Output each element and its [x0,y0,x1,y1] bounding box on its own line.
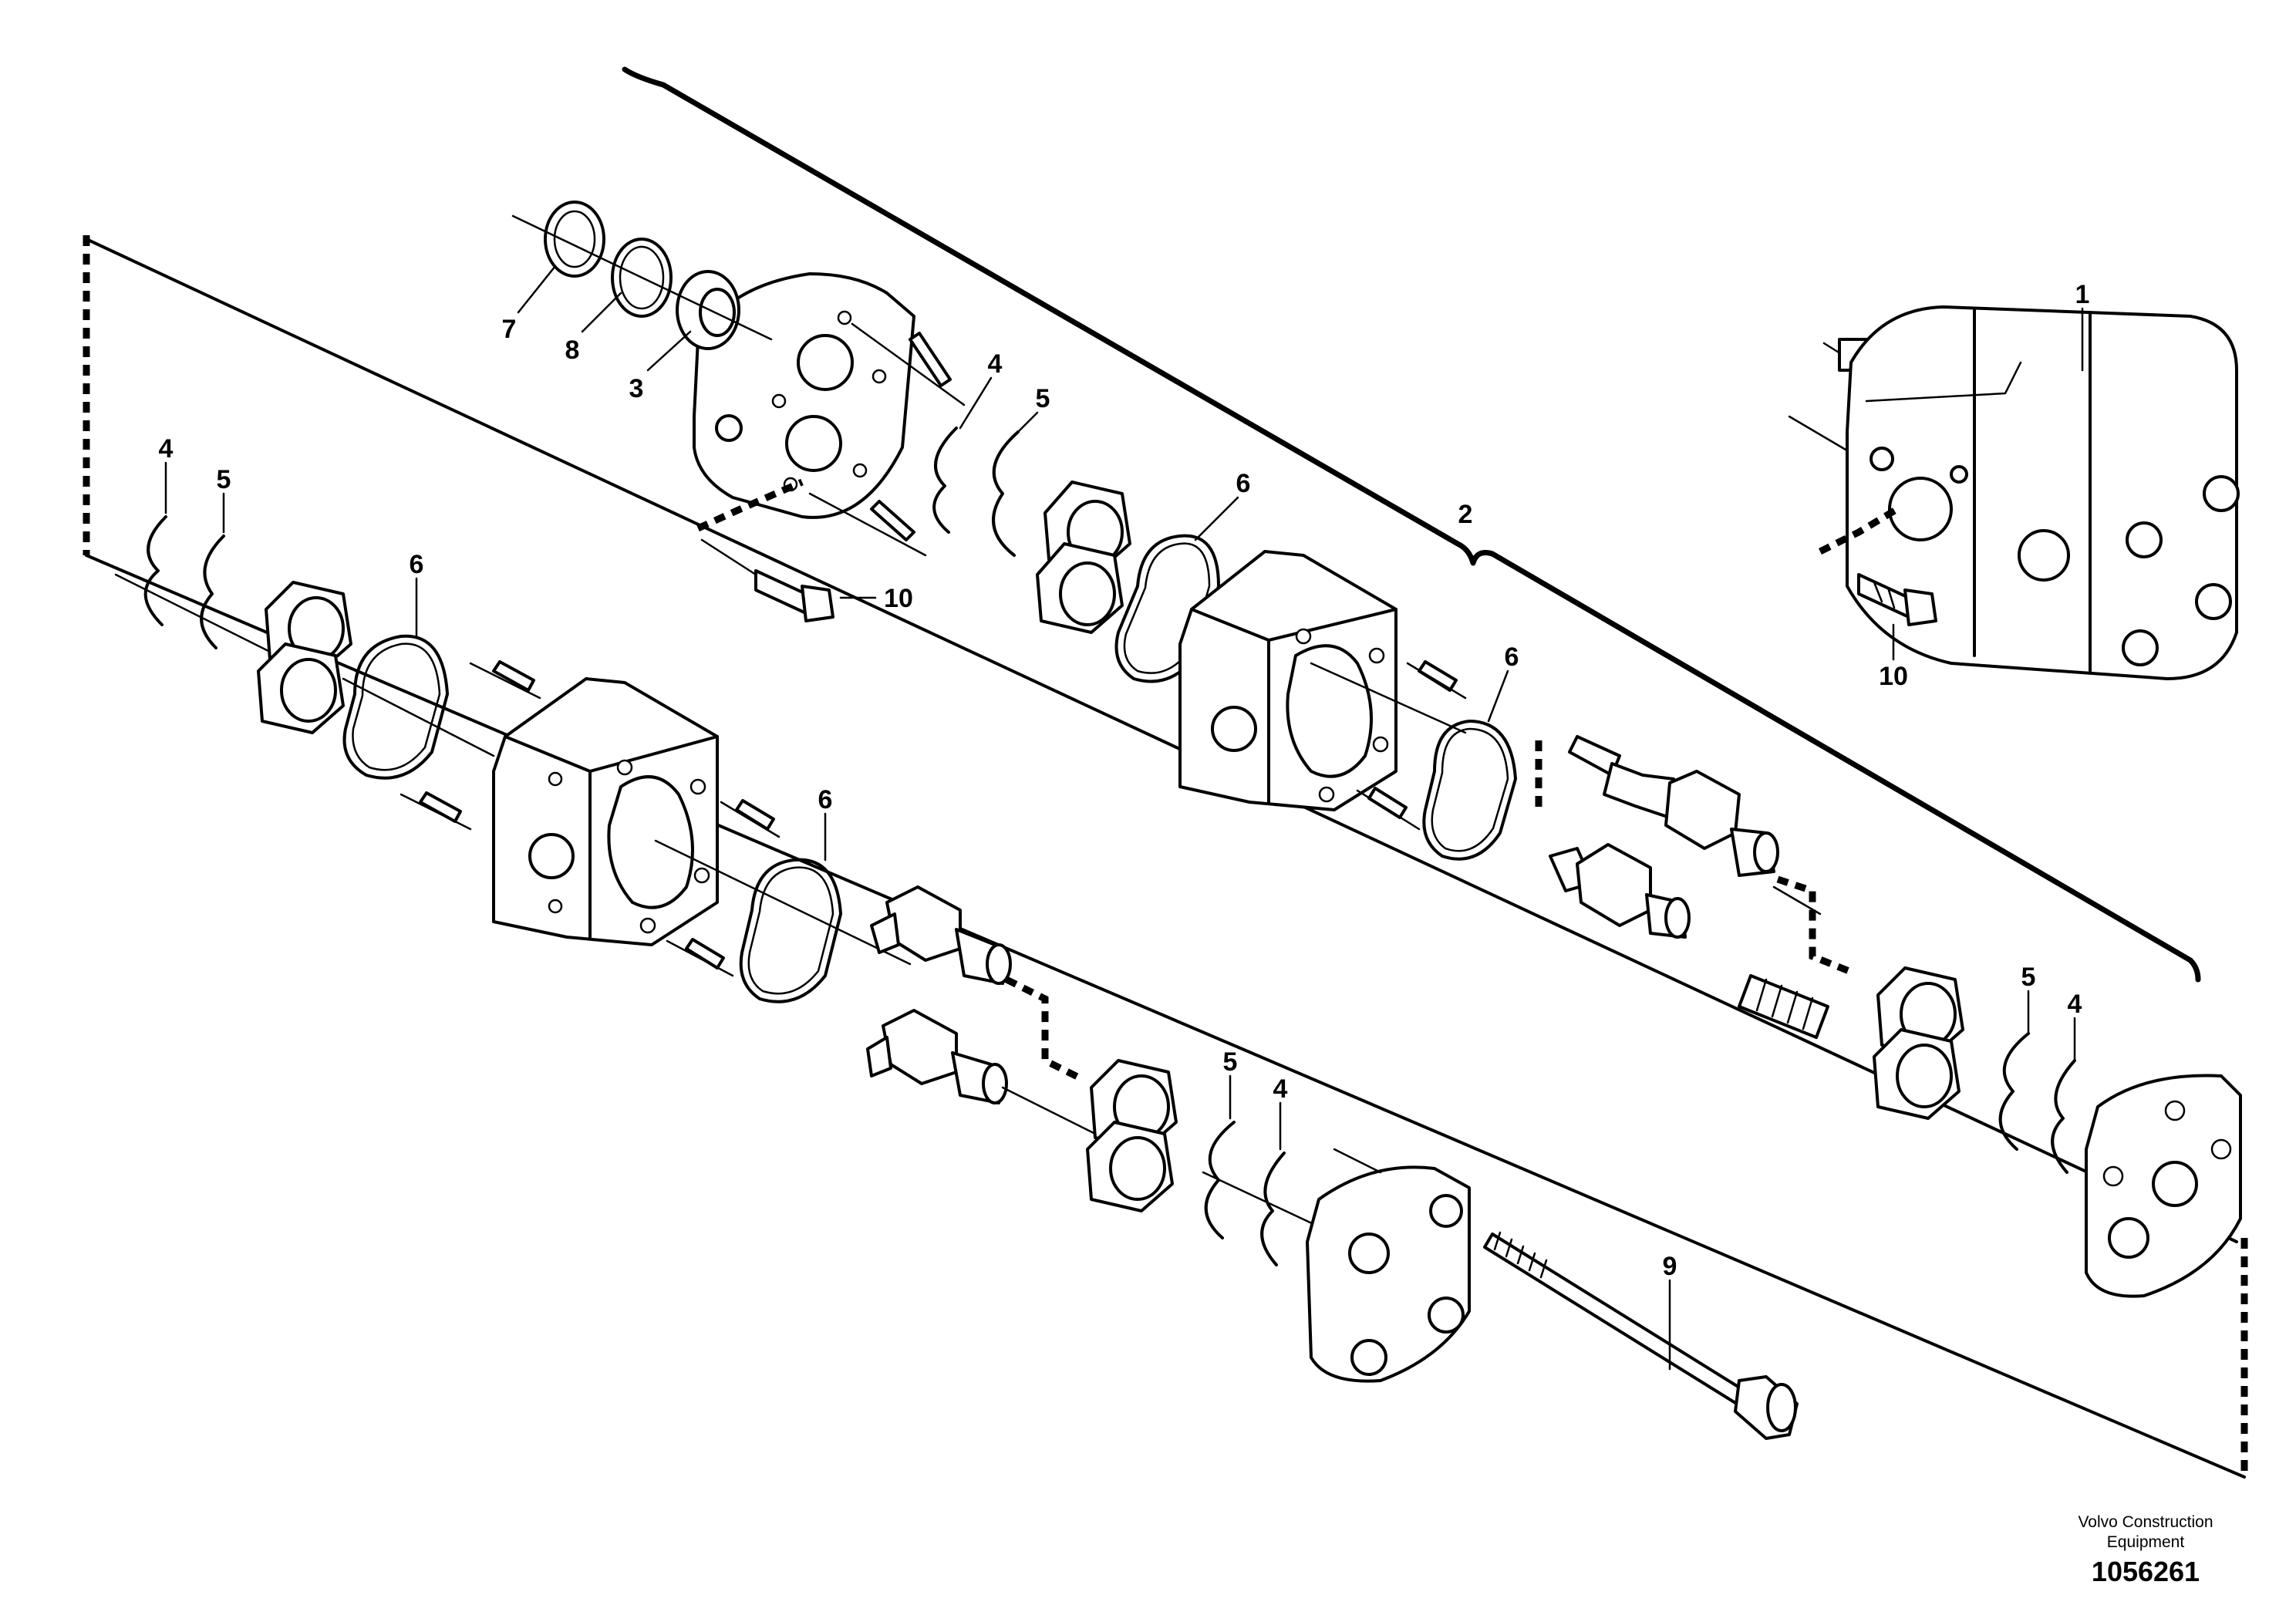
gear-housing-lower [492,677,719,946]
callout-9: 9 [1663,1252,1677,1281]
axis-line-upper-housing [1310,662,1467,734]
driven-gear-shaft-lower [866,1009,1008,1104]
assembly-bracket [622,66,2201,983]
callout-5-upper: 5 [1036,384,1050,413]
bearing-block-lower [1086,1059,1178,1212]
axis-line-left [114,573,279,657]
o-ring-6-upper-right [1422,720,1517,861]
backup-ring-4-right [2051,1059,2076,1174]
callout-4-lower: 4 [1273,1074,1288,1104]
seal-ring-5-right [1998,1032,2030,1151]
backup-ring-4-left [143,515,167,626]
leader-lines [164,265,2084,1371]
tie-bolt-9 [1483,1231,1799,1440]
axis-line-rear-cover-lower [1333,1148,1382,1174]
callout-labels: 1 2 3 4 4 4 4 5 5 5 5 6 6 6 7 8 9 10 10 … [159,280,2090,1281]
frame-bottom-diagonal [85,554,2246,1479]
axis-line-lower-housing [654,839,912,966]
callout-6-upper: 6 [1236,469,1251,498]
callout-4-right: 4 [2068,990,2082,1019]
callout-6-left: 6 [410,550,424,579]
upper-shaft-dashed-link [1776,875,1853,976]
callout-10-left: 10 [884,584,913,613]
callout-2: 2 [1458,500,1473,529]
bearing-block-upper-center [1036,481,1131,634]
callout-4-upper: 4 [988,349,1003,379]
callout-6-lower: 6 [818,785,833,814]
o-ring-6-lower [739,858,842,1003]
footer-block: Volvo Construction Equipment 1056261 [2078,1513,2213,1587]
callout-10-right: 10 [1879,662,1908,691]
bolt-10-left [700,538,834,622]
rear-cover-lower [1306,1165,1471,1383]
callout-5-lower: 5 [1223,1047,1238,1077]
axis-line-lower-rings [1202,1171,1328,1232]
callout-6-upper-right: 6 [1505,642,1519,672]
callout-3: 3 [629,374,644,403]
backup-ring-4-upper [932,427,958,534]
dowel-pins-upper-right [1356,660,1467,831]
bolt-10-right [1857,573,1937,626]
drawing-number: 1056261 [2092,1556,2200,1587]
callout-5-right: 5 [2021,963,2036,992]
backup-ring-4-lower [1260,1152,1286,1266]
retaining-ring-8 [611,238,673,318]
drive-gear-shaft-lower [870,885,1012,985]
axis-line-left-oring [342,677,495,757]
lower-shaft-dashed-link [1004,976,1086,1084]
rear-cover-right [2085,1074,2242,1298]
footer-brand-line2: Equipment [2107,1533,2185,1551]
callout-1: 1 [2075,280,2090,309]
bearing-block-right [1873,966,1964,1120]
callout-4-left: 4 [159,434,174,464]
assembled-gear-pump [1788,305,2240,680]
gear-housing-upper [1178,550,1397,811]
pump-mount-face-line [1818,506,1900,555]
axis-line-lower-shafts [1001,1086,1112,1143]
o-ring-6-left [342,634,449,780]
coupling-sleeve [1738,974,1829,1039]
driven-gear-shaft-upper [1549,843,1691,939]
dowel-pins-left [400,660,541,831]
callout-7: 7 [502,315,517,344]
dowel-pins-upper [808,322,966,557]
seal-ring-5-upper [992,430,1020,557]
callout-5-left: 5 [217,465,231,494]
ring-7 [544,201,605,278]
front-cover-mount-line [696,478,804,532]
front-cover [693,272,915,519]
dowel-pins-lower-right [666,799,781,977]
axis-line-top [511,214,773,341]
drive-gear-shaft-upper [1568,735,1779,877]
bearing-block-left [257,581,352,734]
footer-brand-line1: Volvo Construction [2078,1513,2213,1531]
callout-8: 8 [565,336,580,365]
axis-line-upper-shafts [1772,885,1822,916]
seal-ring-5-left [200,534,225,649]
